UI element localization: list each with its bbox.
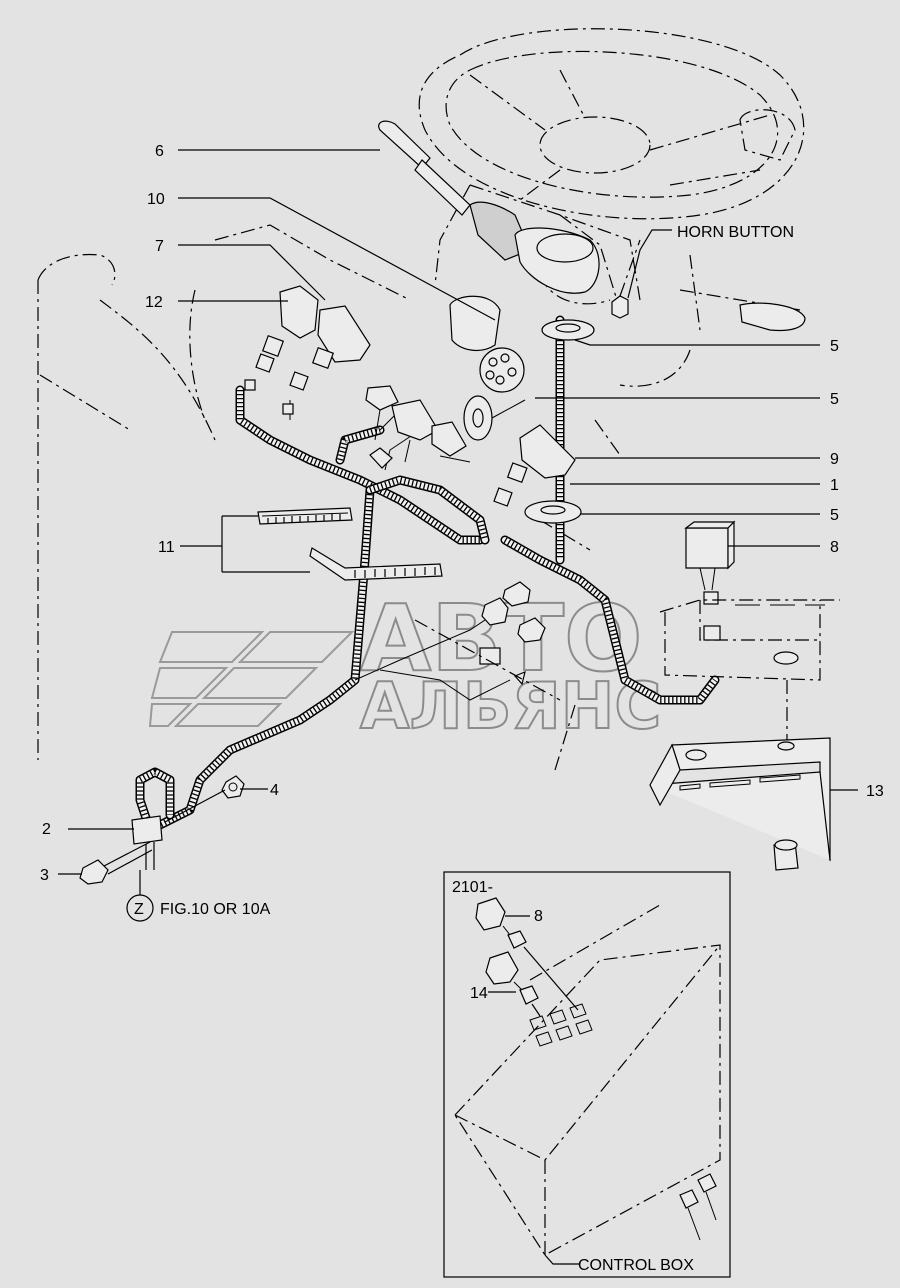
callout-5-upper: 5 bbox=[830, 338, 839, 355]
frame-outline bbox=[37, 224, 576, 771]
callout-2: 2 bbox=[42, 821, 51, 838]
inset-callout-14: 14 bbox=[470, 985, 488, 1002]
inset-control-box-label: CONTROL BOX bbox=[578, 1257, 694, 1274]
control-box-cover bbox=[659, 599, 840, 745]
connector-9 bbox=[493, 424, 576, 507]
watermark-line2: АЛЬЯНС bbox=[360, 670, 661, 744]
figure-reference: Z FIG.10 OR 10A bbox=[126, 894, 271, 922]
clamp-assembly bbox=[79, 775, 245, 885]
callout-11: 11 bbox=[158, 539, 175, 556]
steering-wheel bbox=[418, 28, 805, 220]
callout-3: 3 bbox=[40, 867, 49, 884]
connectors-12-7 bbox=[244, 285, 371, 415]
inset-serial: 2101- bbox=[452, 879, 493, 896]
figure-ref-symbol: Z bbox=[134, 901, 144, 918]
leader-lines bbox=[58, 149, 858, 895]
callout-9: 9 bbox=[830, 451, 839, 468]
callouts: 6 10 7 12 11 2 3 4 5 5 9 1 5 8 13 HORN B… bbox=[40, 143, 884, 884]
inset-control-box: 2101- 8 14 CONTROL BOX bbox=[443, 871, 731, 1278]
callout-12: 12 bbox=[145, 294, 163, 311]
grommet-10 bbox=[449, 295, 525, 393]
cable-ties-11 bbox=[257, 507, 443, 581]
callout-13: 13 bbox=[866, 783, 884, 800]
callout-1: 1 bbox=[830, 477, 839, 494]
combination-switch bbox=[378, 120, 600, 294]
switch-8 bbox=[684, 520, 736, 605]
bracket-13 bbox=[649, 737, 831, 871]
figure-ref-text: FIG.10 OR 10A bbox=[160, 901, 271, 918]
callout-4: 4 bbox=[270, 782, 279, 799]
callout-6: 6 bbox=[155, 143, 164, 160]
inset-callout-8: 8 bbox=[534, 908, 543, 925]
steering-column bbox=[434, 184, 806, 551]
watermark: АВТО АЛЬЯНС bbox=[148, 584, 662, 745]
watermark-logo bbox=[148, 631, 355, 727]
callout-5-middle: 5 bbox=[830, 391, 839, 408]
callout-8: 8 bbox=[830, 539, 839, 556]
connectors-center bbox=[365, 385, 471, 469]
figure-ref-circle bbox=[126, 894, 154, 922]
callout-5-lower: 5 bbox=[830, 507, 839, 524]
callout-10: 10 bbox=[147, 191, 165, 208]
grommets-5 bbox=[463, 319, 595, 524]
connectors-lower bbox=[479, 581, 546, 686]
callout-7: 7 bbox=[155, 238, 164, 255]
horn-button bbox=[611, 239, 641, 319]
inset-frame bbox=[443, 871, 731, 1278]
horn-button-label: HORN BUTTON bbox=[677, 224, 794, 241]
